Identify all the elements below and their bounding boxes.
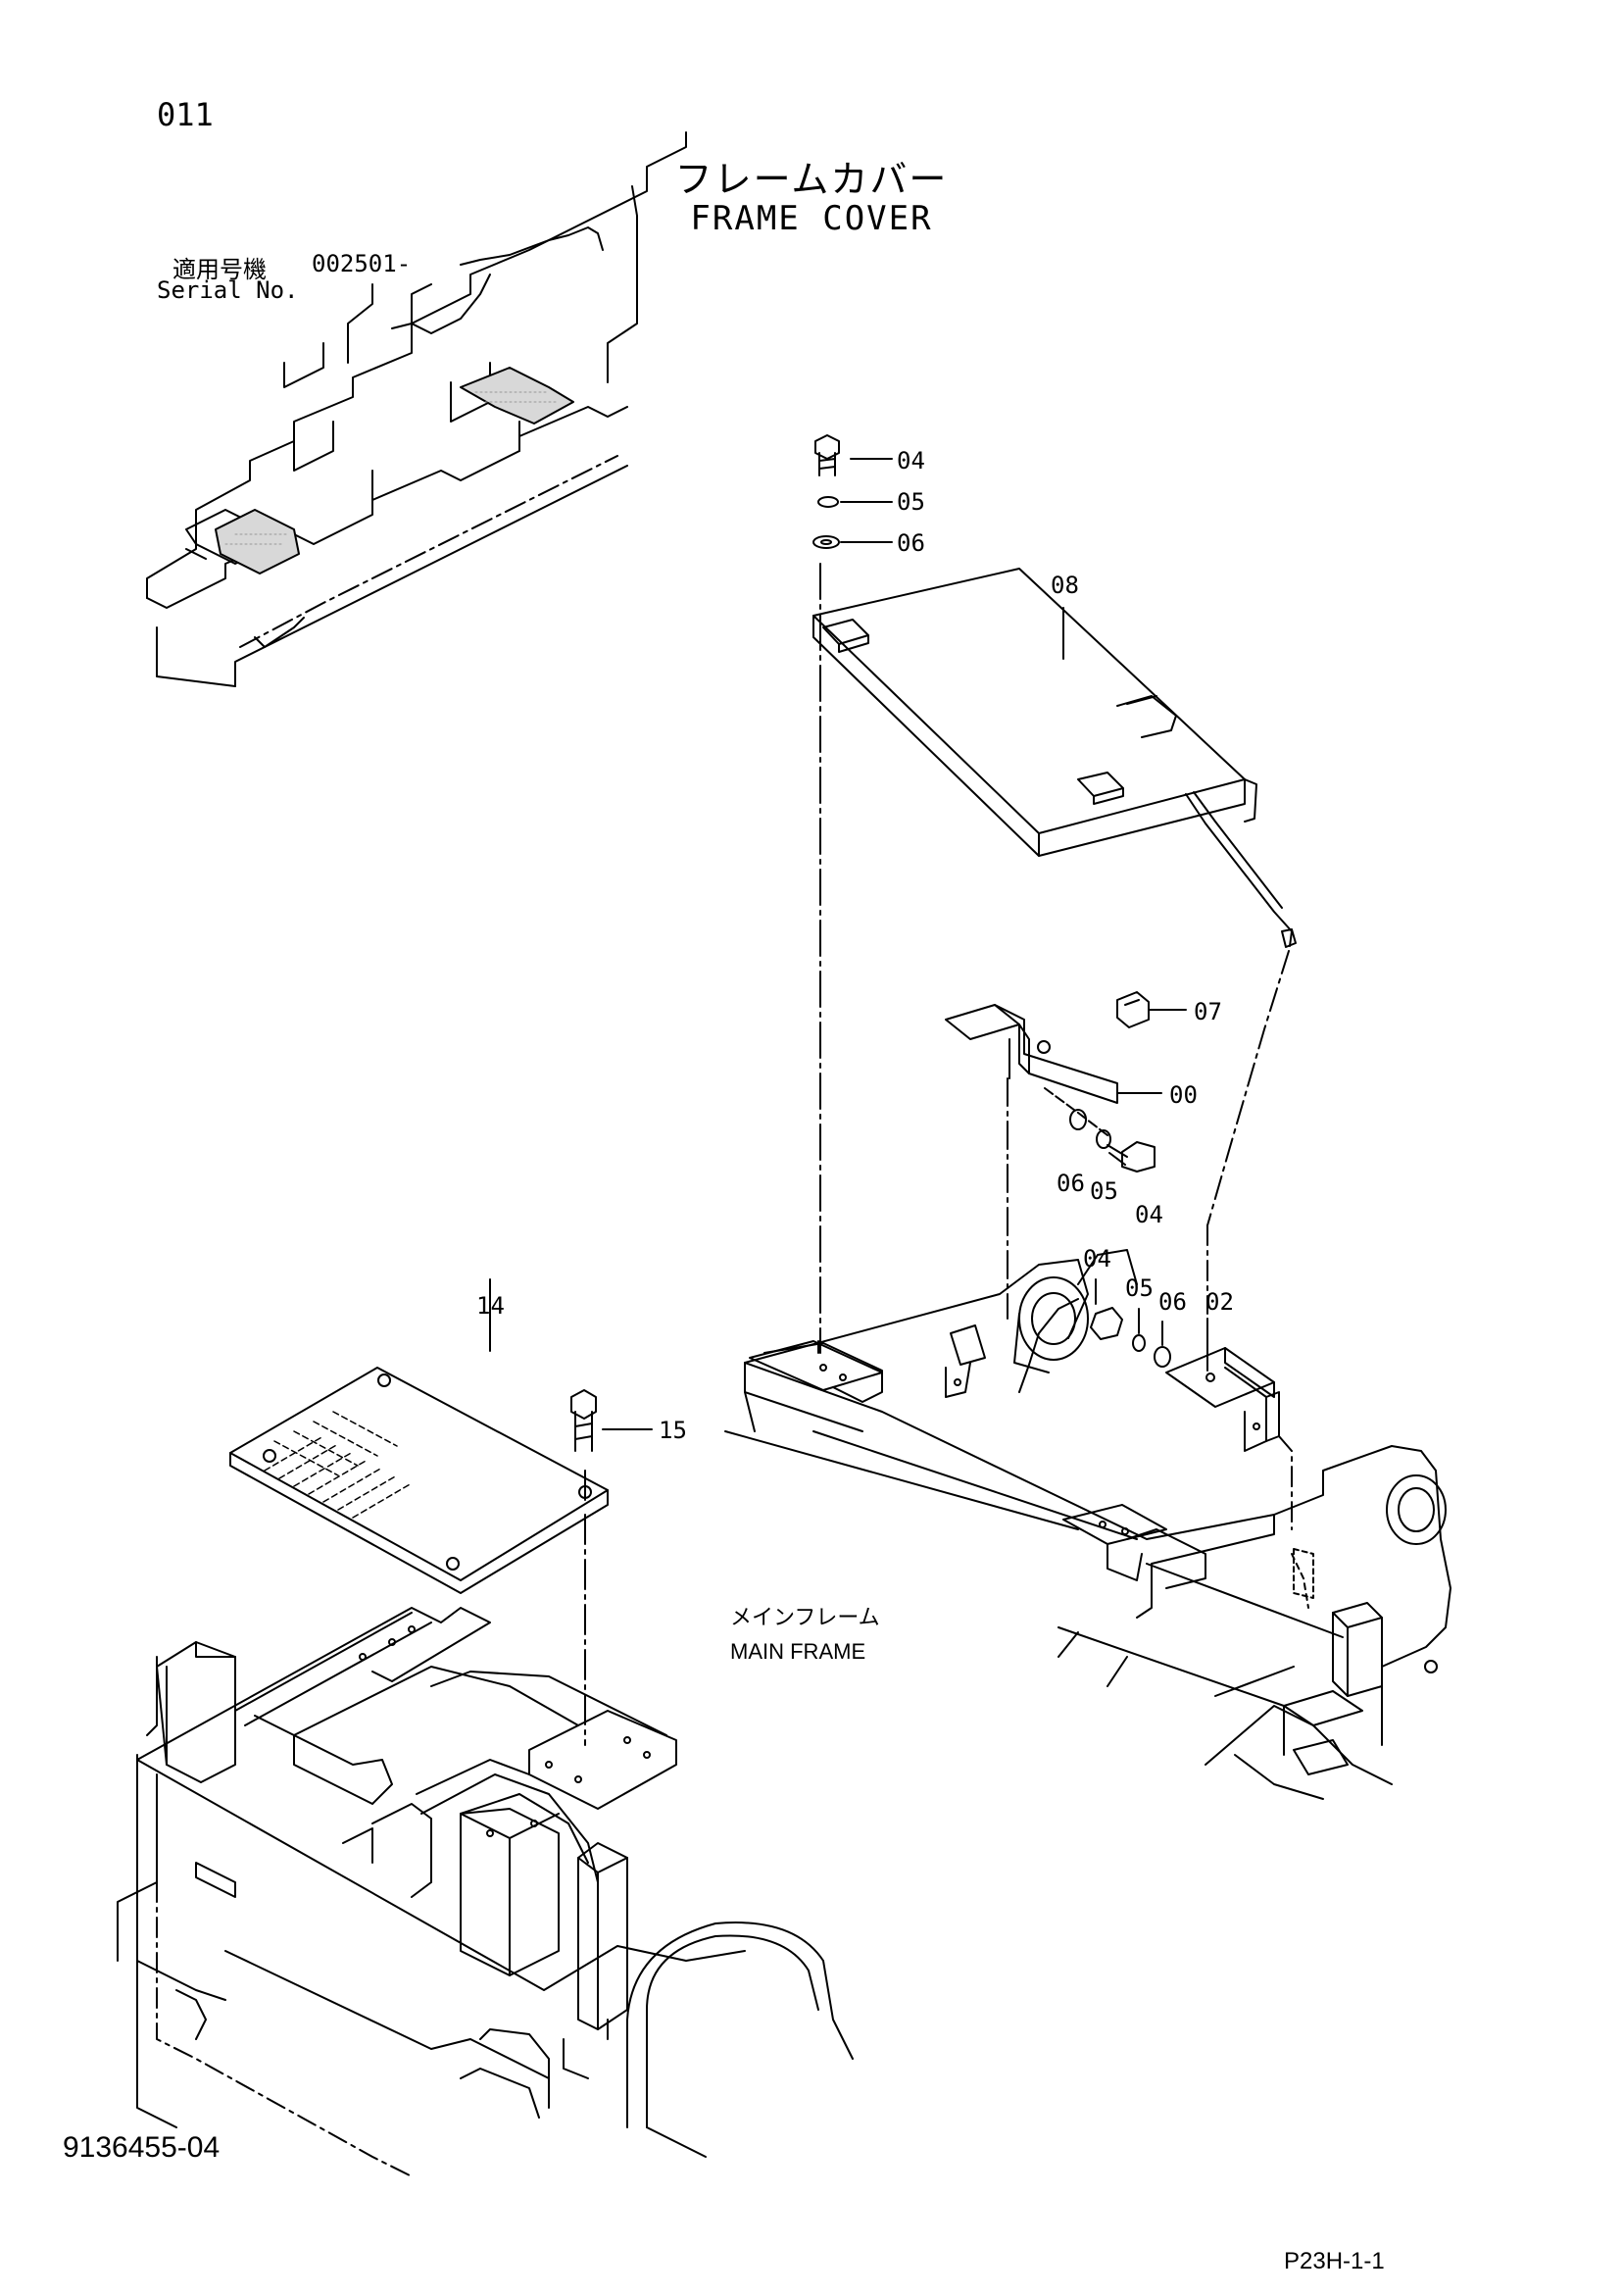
top-hardware-stack xyxy=(812,434,893,549)
main-frame-label-jp: メインフレーム xyxy=(730,1605,880,1629)
main-frame-right xyxy=(724,1249,1451,1800)
label-05-low: 05 xyxy=(1125,1274,1154,1302)
page-number: 011 xyxy=(157,96,214,133)
page-code: P23H-1-1 xyxy=(1284,2248,1385,2274)
label-14: 14 xyxy=(476,1292,505,1320)
label-08: 08 xyxy=(1051,572,1079,599)
bracket-02 xyxy=(1090,1307,1293,1530)
label-15: 15 xyxy=(659,1417,687,1444)
label-04-top: 04 xyxy=(897,447,925,474)
title-japanese: フレームカバー xyxy=(674,158,949,201)
main-frame-left xyxy=(117,1607,854,2177)
cover-mount-plate xyxy=(749,1340,1167,1581)
cover-plate-14 xyxy=(229,1278,653,1746)
serial-label-english: Serial No. xyxy=(157,276,299,304)
label-05-mid: 05 xyxy=(1090,1177,1118,1205)
frame-cover-08 xyxy=(812,568,1297,1226)
bracket-00 xyxy=(945,991,1187,1320)
label-04-mid: 04 xyxy=(1135,1201,1163,1228)
label-00: 00 xyxy=(1169,1081,1198,1109)
label-07: 07 xyxy=(1194,998,1222,1025)
part-labels: 04 05 06 08 07 00 06 05 04 04 05 06 02 1… xyxy=(476,447,1234,1664)
serial-label-japanese: 適用号機 xyxy=(172,256,267,283)
overview-inset xyxy=(146,131,687,687)
document-number: 9136455-04 xyxy=(63,2131,221,2164)
label-02: 02 xyxy=(1205,1288,1234,1316)
label-06-top: 06 xyxy=(897,529,925,557)
label-05-top: 05 xyxy=(897,488,925,516)
label-06-mid: 06 xyxy=(1057,1170,1085,1197)
main-frame-label-en: MAIN FRAME xyxy=(730,1639,865,1664)
label-04-low: 04 xyxy=(1083,1245,1111,1273)
serial-value: 002501- xyxy=(312,250,412,277)
title-english: FRAME COVER xyxy=(690,199,933,238)
label-06-low: 06 xyxy=(1158,1288,1187,1316)
